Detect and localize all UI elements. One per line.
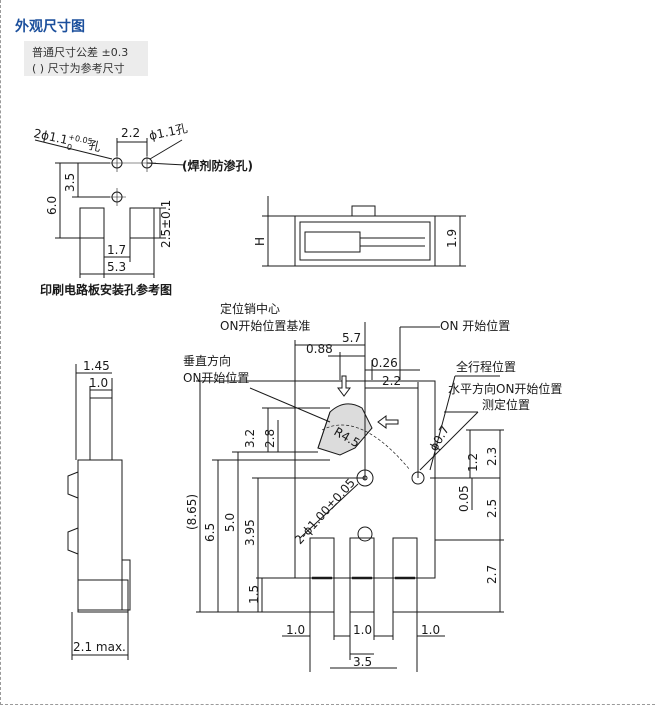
top-view-body <box>294 215 436 267</box>
on-start-label: ON 开始位置 <box>440 318 510 333</box>
front-pin-hole-spec: 2-ϕ1.00±0.05 <box>292 476 358 547</box>
side-dim-1-0: 1.0 <box>89 376 108 390</box>
front-dim-1-0-left: 1.0 <box>286 623 305 637</box>
top-view-actuator <box>351 205 376 217</box>
pcb-caption: 印刷电路板安装孔参考图 <box>40 282 172 297</box>
side-view-actuator <box>89 397 113 461</box>
pin-hole <box>357 526 373 542</box>
front-dim-8-65: (8.65) <box>185 494 199 530</box>
front-view <box>196 322 504 672</box>
full-travel-label: 全行程位置 <box>456 359 516 374</box>
side-dim-2-1-max: 2.1 max. <box>73 640 126 654</box>
locator-label-2: ON开始位置基准 <box>220 318 310 333</box>
pcb-dim-2-2: 2.2 <box>121 126 140 140</box>
front-dim-2-2: 2.2 <box>382 374 401 388</box>
front-dim-3-2: 3.2 <box>243 429 257 448</box>
front-dim-5-0: 5.0 <box>223 513 237 532</box>
top-view <box>262 196 466 267</box>
pcb-hole-small-spec: ϕ1.1孔 <box>148 121 189 143</box>
pcb-pad-left <box>79 207 105 239</box>
horizontal-arrow-icon <box>377 415 399 429</box>
pcb-dim-6-0: 6.0 <box>45 196 59 215</box>
pcb-dim-3-5: 3.5 <box>63 173 77 192</box>
front-dim-0-88: 0.88 <box>306 342 333 356</box>
pcb-dim-2-5: 2.5±0.1 <box>159 200 173 248</box>
vertical-arrow-icon <box>337 375 351 397</box>
front-dim-1-2: 1.2 <box>466 453 480 472</box>
front-dim-1-0-center: 1.0 <box>353 623 372 637</box>
side-dim-1-45: 1.45 <box>83 359 110 373</box>
horizontal-on-label-2: 测定位置 <box>482 397 530 412</box>
reference-dimension-note: ( ) 尺寸为参考尺寸 <box>32 62 125 75</box>
page-title: 外观尺寸图 <box>15 19 85 35</box>
general-tolerance: 普通尺寸公差 ±0.3 <box>32 46 129 59</box>
front-dim-2-5: 2.5 <box>485 499 499 518</box>
front-dim-3-5: 3.5 <box>353 655 372 669</box>
side-view-body <box>77 459 123 581</box>
pcb-dim-1-7: 1.7 <box>107 243 126 257</box>
front-dim-0-26: 0.26 <box>371 356 398 370</box>
pcb-pad-right <box>129 207 155 239</box>
front-dim-2-7: 2.7 <box>485 565 499 584</box>
vertical-on-label-1: 垂直方向 <box>183 353 231 368</box>
front-dim-2-3: 2.3 <box>485 447 499 466</box>
front-dim-1-0-right: 1.0 <box>421 623 440 637</box>
front-dim-2-8: 2.8 <box>263 429 277 448</box>
horizontal-on-label-1: 水平方向ON开始位置 <box>448 381 562 396</box>
terminal-right <box>392 537 418 613</box>
vertical-on-label-2: ON开始位置 <box>183 370 249 385</box>
front-dim-3-95: 3.95 <box>243 519 257 546</box>
terminal-left <box>309 537 335 613</box>
actuator-lever <box>317 403 373 456</box>
tolerance-note: 普通尺寸公差 ±0.3 ( ) 尺寸为参考尺寸 <box>24 41 148 76</box>
pcb-dim-5-3: 5.3 <box>107 260 126 274</box>
pcb-hole-diagram <box>34 138 186 278</box>
front-dim-0-05: 0.05 <box>457 485 471 512</box>
front-dim-6-5: 6.5 <box>203 523 217 542</box>
terminal-center <box>349 537 375 613</box>
top-dim-1-9: 1.9 <box>445 229 459 248</box>
locator-label-1: 定位销中心 <box>220 301 280 316</box>
top-dim-h: H <box>253 237 267 246</box>
front-dim-phi-0-7: ϕ0.7 <box>426 423 452 453</box>
side-view <box>67 364 131 660</box>
solder-hole-note: (焊剂防渗孔) <box>182 158 253 173</box>
front-dim-5-7: 5.7 <box>342 331 361 345</box>
front-dim-1-5: 1.5 <box>247 585 261 604</box>
